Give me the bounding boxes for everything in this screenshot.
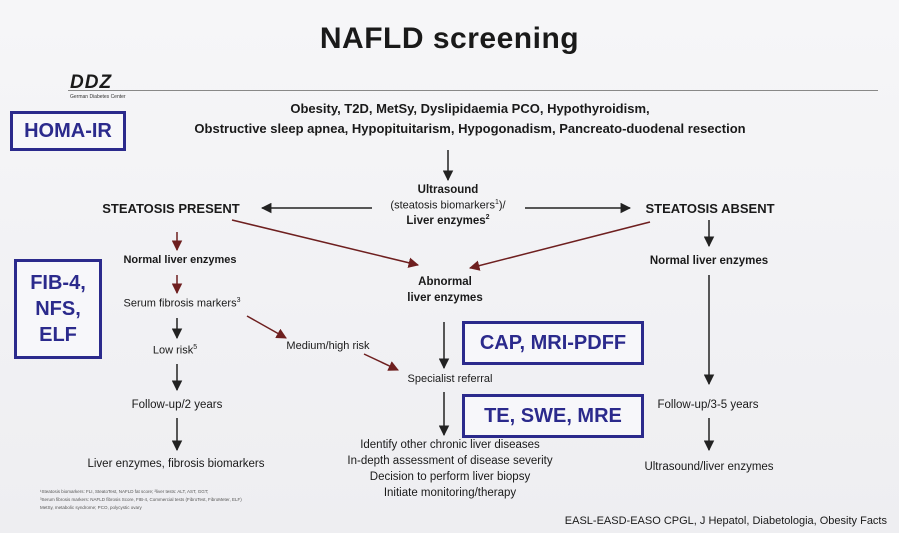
risk-factors: Obesity, T2D, MetSy, Dyslipidaemia PCO, … [130, 99, 810, 139]
center-action-4: Initiate monitoring/therapy [383, 487, 517, 499]
arrow-serum-to-medium [246, 315, 287, 339]
homa-ir-box: HOMA-IR [10, 111, 126, 151]
medium-high-risk: Medium/high risk [286, 340, 370, 352]
follow-up-2-years: Follow-up/2 years [131, 399, 223, 411]
ultrasound-label: Ultrasound [417, 184, 479, 196]
normal-enzymes-left: Normal liver enzymes [123, 254, 237, 266]
slide-title: NAFLD screening [319, 22, 580, 55]
ddz-logo: DDZ [70, 72, 113, 93]
center-action-3: Decision to perform liver biopsy [369, 471, 531, 483]
ddz-logo-subtitle: German Diabetes Center [70, 94, 126, 100]
follow-up-3-5-years: Follow-up/3-5 years [657, 399, 759, 411]
center-action-2: In-depth assessment of disease severity [347, 455, 553, 467]
abnormal-line1: Abnormal [418, 276, 472, 288]
header-divider [68, 90, 878, 91]
steatosis-present: STEATOSIS PRESENT [102, 201, 240, 216]
footnote-2: ³Serum fibrosis markers: NAFLD fibrosis … [40, 497, 242, 502]
risk-factors-line1: Obesity, T2D, MetSy, Dyslipidaemia PCO, … [290, 101, 650, 116]
footnote-1: ¹Steatosis biomarkers: FLI, SteatoTest, … [40, 489, 209, 494]
steatosis-absent: STEATOSIS ABSENT [645, 201, 775, 216]
center-action-1: Identify other chronic liver diseases [360, 439, 540, 451]
arrow-absent-to-abnormal [468, 221, 651, 271]
footnote-3: MetSy, metabolic syndrome; PCO, polycyst… [40, 505, 142, 510]
serum-fibrosis-markers: Serum fibrosis markers3 [123, 297, 241, 310]
abnormal-line2: liver enzymes [407, 292, 483, 304]
arrow-medium-to-specialist [363, 353, 399, 371]
cap-mri-pdff-box: CAP, MRI-PDFF [462, 321, 644, 365]
left-bottom-outcome: Liver enzymes, fibrosis biomarkers [87, 458, 265, 470]
specialist-referral: Specialist referral [407, 373, 493, 385]
steatosis-biomarkers-label: (steatosis biomarkers1)/ [390, 199, 506, 212]
te-swe-mre-box: TE, SWE, MRE [462, 394, 644, 438]
footnotes: ¹Steatosis biomarkers: FLI, SteatoTest, … [40, 488, 242, 512]
risk-factors-line2: Obstructive sleep apnea, Hypopituitarism… [194, 121, 746, 136]
normal-enzymes-right: Normal liver enzymes [649, 255, 769, 267]
right-bottom-outcome: Ultrasound/liver enzymes [644, 461, 774, 473]
low-risk: Low risk5 [152, 344, 198, 357]
liver-enzymes-label: Liver enzymes2 [406, 214, 490, 227]
citation: EASL-EASD-EASO CPGL, J Hepatol, Diabetol… [564, 515, 887, 527]
fib4-nfs-elf-box: FIB-4, NFS, ELF [14, 259, 102, 359]
arrow-present-to-abnormal [231, 219, 420, 268]
